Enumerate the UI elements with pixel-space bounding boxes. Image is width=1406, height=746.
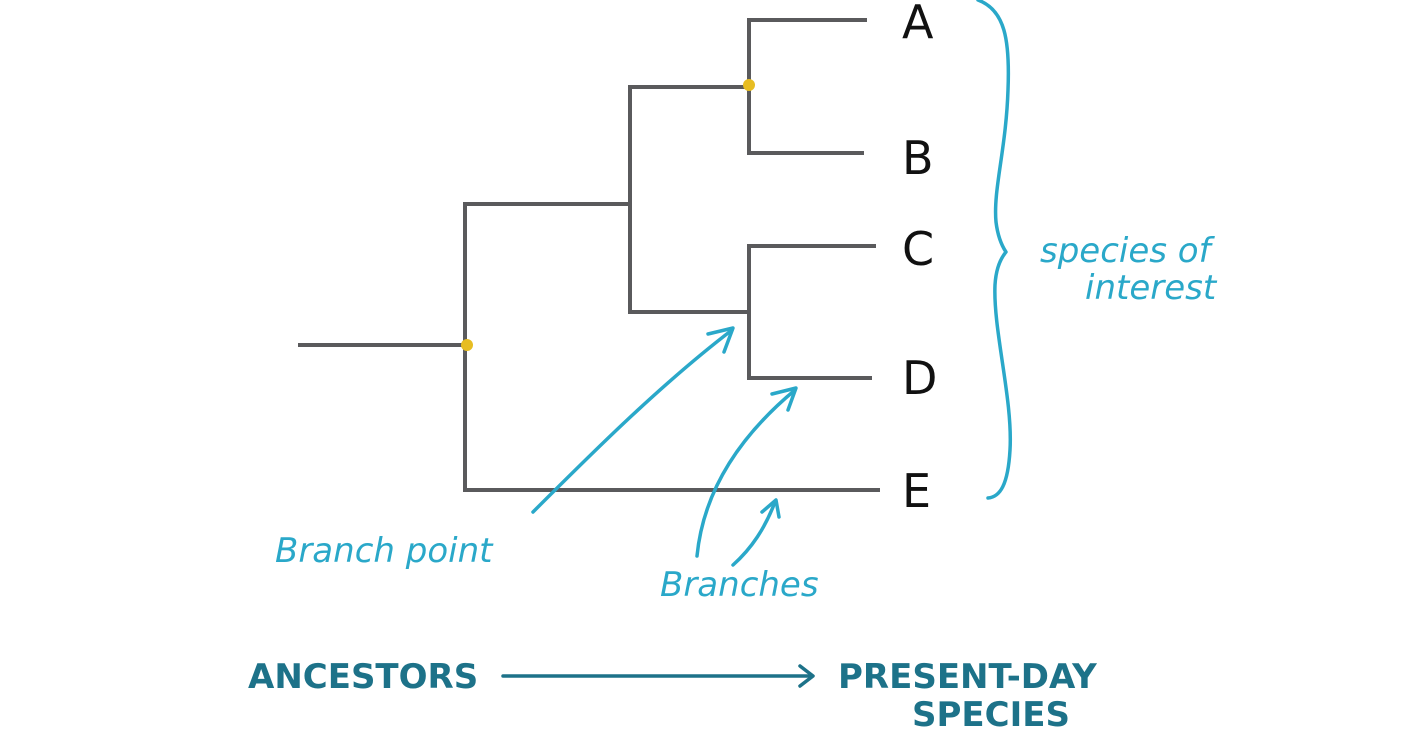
- taxon-label-d: D: [902, 351, 937, 405]
- branches-arrow-to-e: [731, 500, 777, 567]
- branches-arrowhead-to-d: [770, 386, 798, 412]
- taxon-label-a: A: [902, 0, 934, 49]
- species-of-interest-label-line2: interest: [1085, 268, 1218, 308]
- species-of-interest-label-line1: species of: [1040, 231, 1216, 271]
- taxon-label-c: C: [902, 222, 934, 276]
- taxon-label-e: E: [902, 464, 931, 518]
- taxon-label-b: B: [902, 131, 934, 185]
- branches-label: Branches: [660, 565, 819, 605]
- branches-arrowhead-to-e: [760, 498, 781, 519]
- branches-arrow-to-d: [695, 388, 797, 558]
- axis-ancestors-label: ANCESTORS: [248, 657, 478, 697]
- branch-point-arrow: [531, 328, 734, 514]
- branch-point-label: Branch point: [275, 531, 494, 571]
- branch-point-arrowhead: [706, 326, 735, 354]
- axis-present-day-label-line1: PRESENT-DAY: [838, 657, 1097, 697]
- root-branch-point-dot: [461, 339, 473, 351]
- taxon-labels: A B C D E: [902, 0, 937, 518]
- axis-present-day-label-line2: SPECIES: [912, 695, 1070, 735]
- time-axis-arrowhead: [798, 664, 815, 688]
- ab-branch-point-dot: [743, 79, 755, 91]
- species-brace: [976, 0, 1013, 500]
- tree-branches: [298, 18, 880, 492]
